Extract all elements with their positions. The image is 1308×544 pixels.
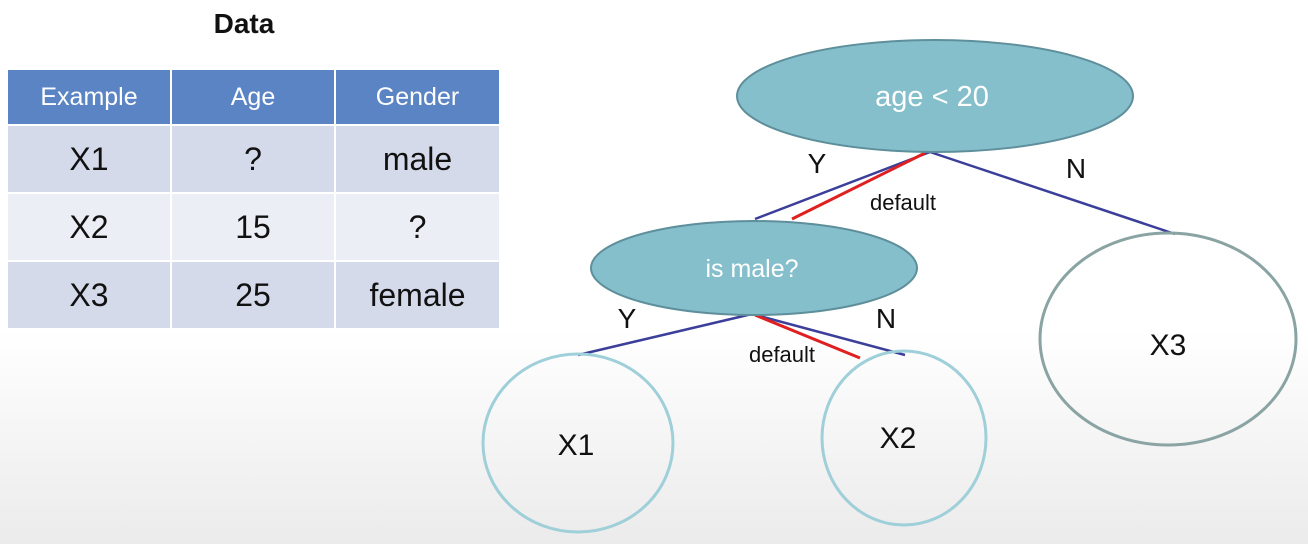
inner-default-label: default (749, 342, 815, 367)
root-decision-node (736, 39, 1134, 153)
inner-default-edge (754, 313, 861, 360)
leaf-node-x2 (820, 349, 988, 527)
root-yes-label: Y (808, 148, 827, 179)
root-node-label: age < 20 (875, 81, 989, 113)
leaf-label-x1: X1 (558, 429, 595, 462)
inner-no-edge (751, 312, 906, 357)
root-no-edge (929, 150, 1176, 236)
root-no-label: N (1066, 153, 1086, 184)
inner-node-label: is male? (705, 255, 798, 283)
table-cell: male (334, 124, 501, 194)
inner-no-label: N (876, 303, 896, 334)
table-cell: X3 (6, 260, 172, 330)
leaf-node-x1 (481, 352, 675, 534)
table-cell: ? (334, 192, 501, 262)
table-header-row: Example Age Gender (6, 68, 501, 126)
table-header-age: Age (170, 68, 336, 126)
table-row: X2 15 ? (6, 192, 501, 262)
table-cell: ? (170, 124, 336, 194)
table-cell: X2 (6, 192, 172, 262)
root-default-label: default (870, 190, 936, 215)
table-header-gender: Gender (334, 68, 501, 126)
data-title: Data (213, 8, 275, 39)
leaf-label-x2: X2 (880, 422, 917, 455)
inner-yes-label: Y (618, 303, 637, 334)
table-cell: 15 (170, 192, 336, 262)
leaf-label-x3: X3 (1150, 329, 1187, 362)
table-cell: 25 (170, 260, 336, 330)
table-header-example: Example (6, 68, 172, 126)
table-cell: female (334, 260, 501, 330)
data-table: Example Age Gender X1 ? male X2 15 ? X3 … (6, 68, 501, 330)
leaf-node-x3 (1038, 231, 1298, 447)
table-row: X3 25 female (6, 260, 501, 330)
table-row: X1 ? male (6, 124, 501, 194)
table-cell: X1 (6, 124, 172, 194)
inner-decision-node (590, 220, 918, 316)
root-yes-edge (754, 150, 931, 221)
inner-yes-edge (577, 312, 753, 357)
root-default-edge (791, 151, 926, 221)
